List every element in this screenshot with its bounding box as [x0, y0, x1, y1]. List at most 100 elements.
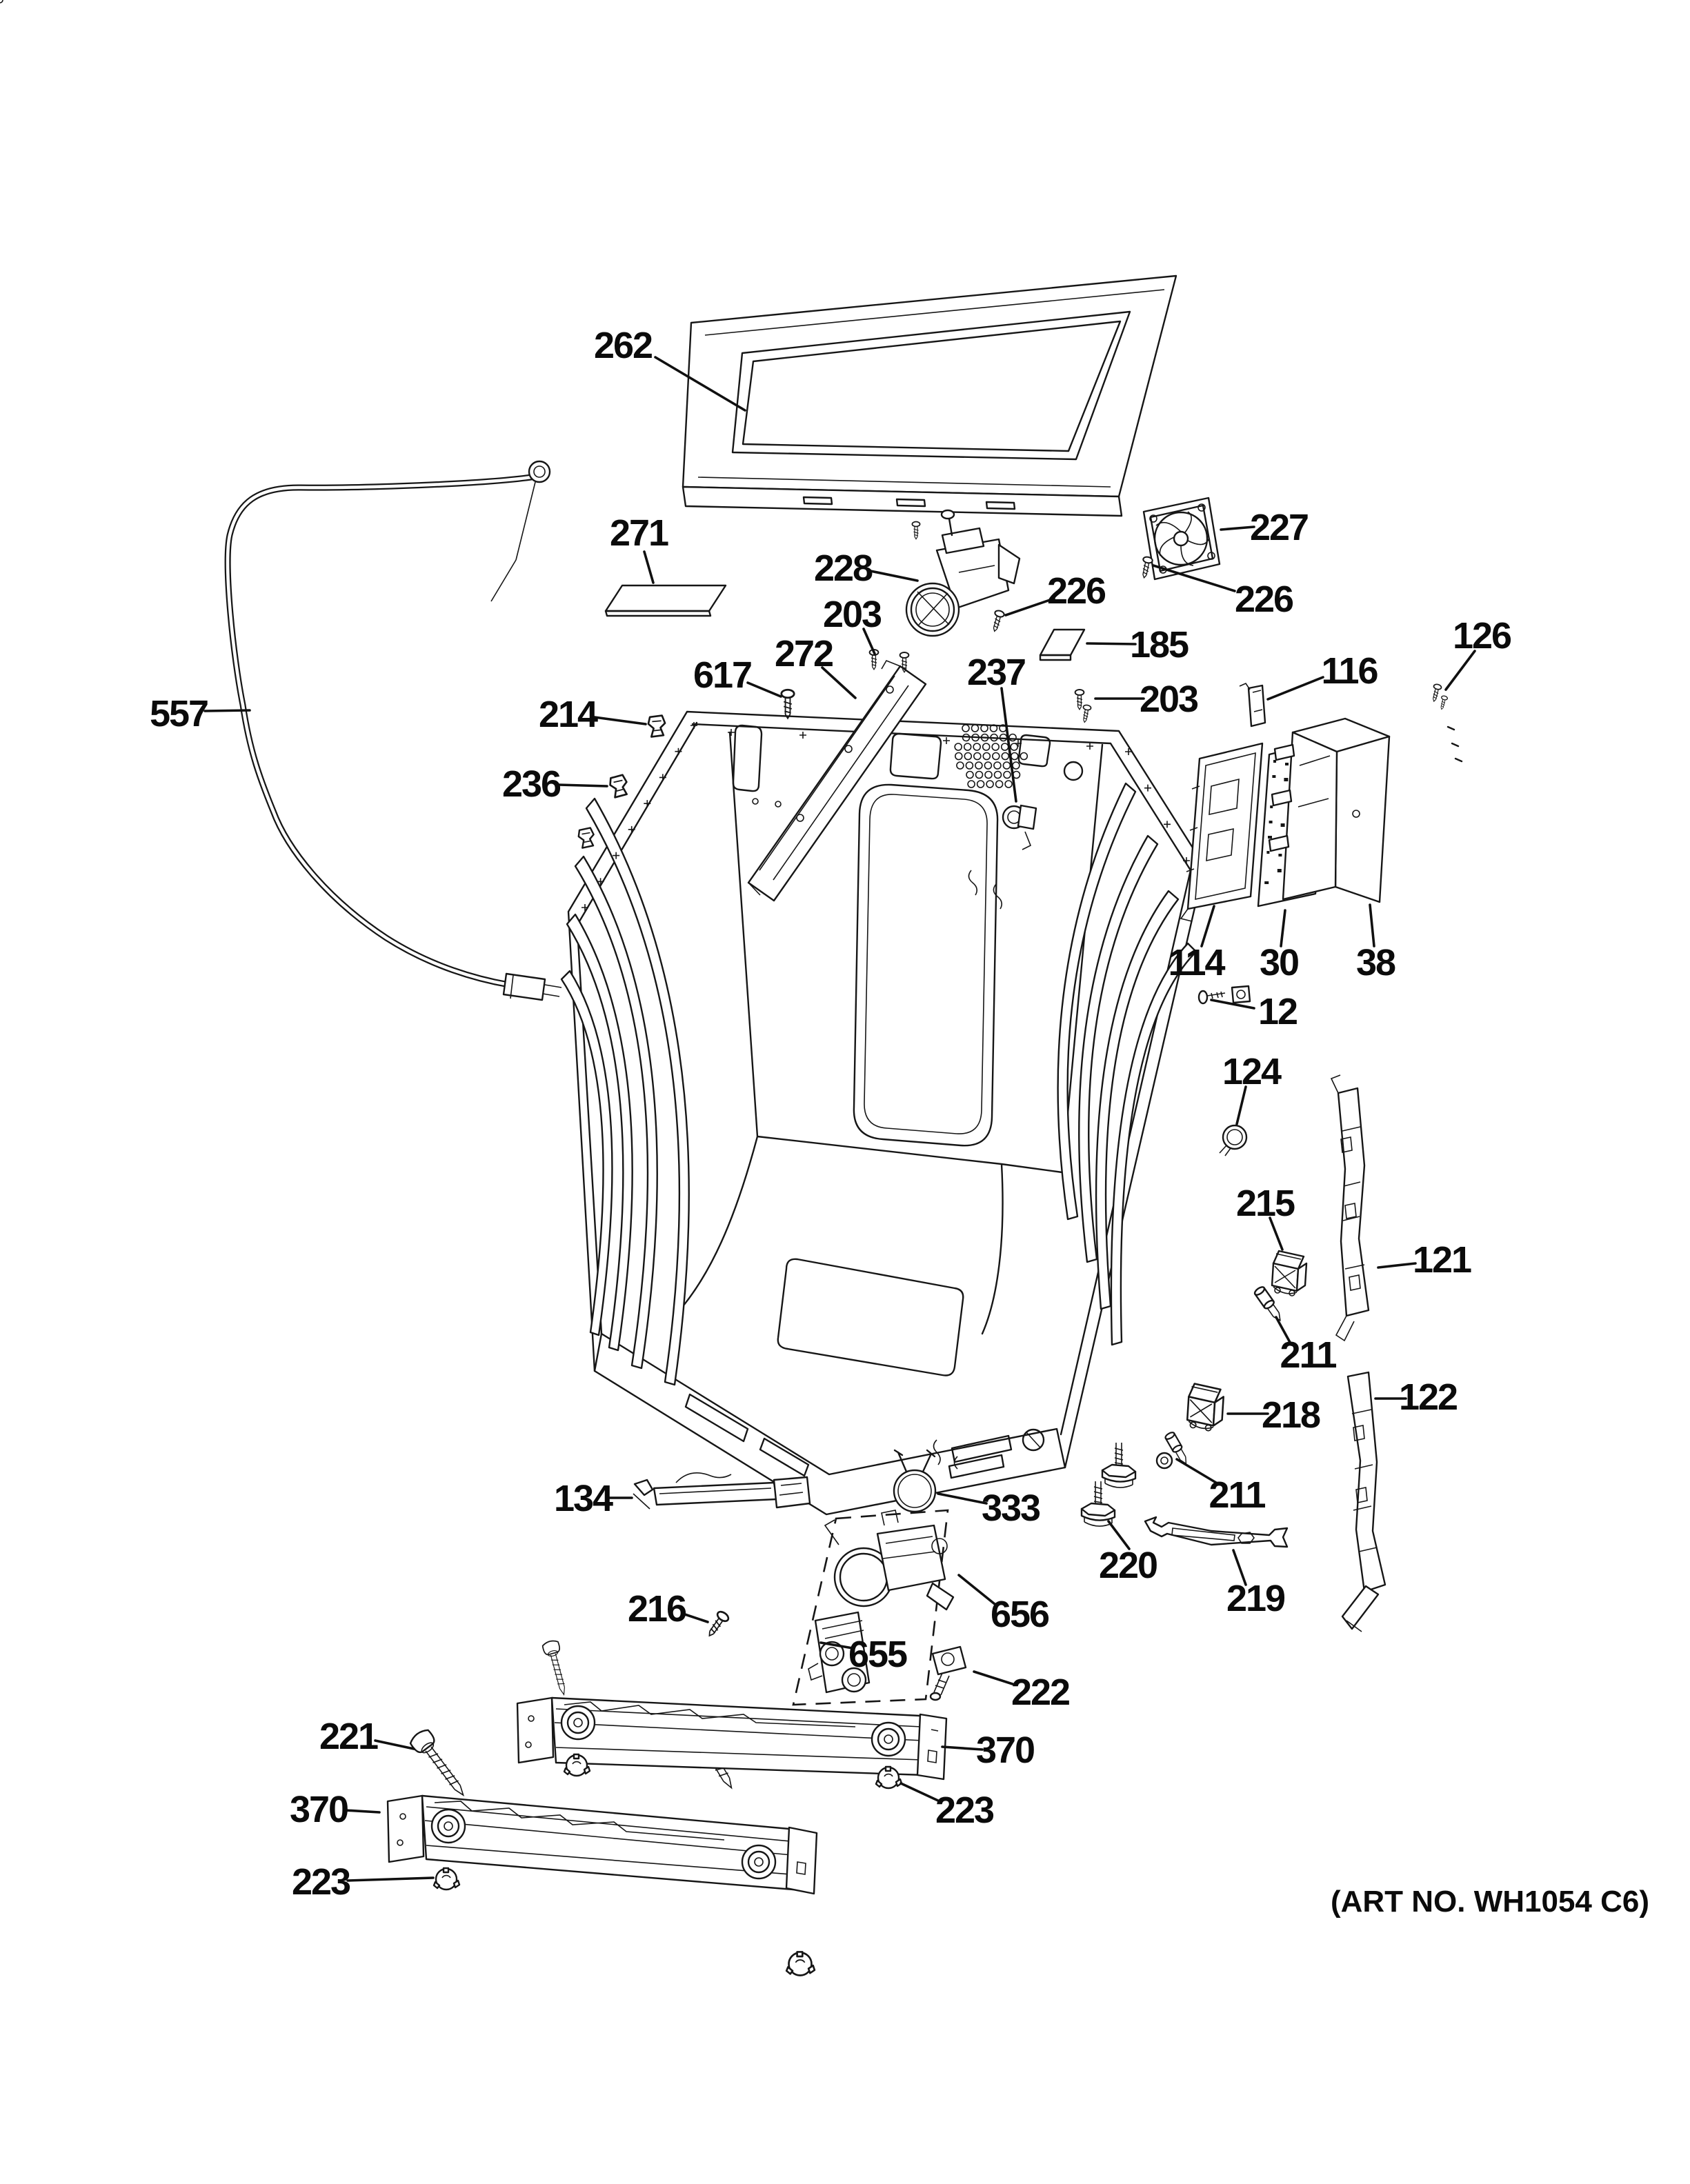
leader-line-126-16	[1444, 650, 1476, 691]
part-label-333: 333	[982, 1487, 1040, 1529]
part-label-236: 236	[502, 763, 561, 805]
part-label-114: 114	[1168, 942, 1225, 983]
screw-617	[780, 688, 795, 720]
ring-333	[893, 1449, 937, 1513]
part-label-215: 215	[1236, 1183, 1295, 1224]
callouts-layer: 2622712282032726172142365572371852032272…	[150, 325, 1513, 1903]
leader-line-211-24	[1275, 1316, 1293, 1346]
leader-line-116-15	[1266, 676, 1324, 701]
vent-perforations	[954, 724, 1028, 788]
part-label-370: 370	[290, 1789, 348, 1830]
part-label-218: 218	[1262, 1394, 1320, 1436]
label-sheet-185	[1039, 628, 1086, 661]
part-label-370: 370	[976, 1730, 1034, 1771]
leader-line-219-29	[1232, 1549, 1247, 1586]
hose-clip-134	[633, 1472, 811, 1510]
part-label-228: 228	[814, 548, 873, 589]
leader-line-333-31	[937, 1492, 988, 1505]
pin-211-lower	[1155, 1430, 1191, 1470]
leader-line-121-23	[1377, 1262, 1417, 1269]
part-label-122: 122	[1399, 1376, 1457, 1418]
part-label-211: 211	[1209, 1474, 1265, 1516]
bolt-221	[407, 1726, 473, 1803]
control-bracket-114	[1180, 742, 1264, 922]
leader-line-236-7	[557, 783, 608, 788]
part-label-116: 116	[1321, 650, 1378, 692]
part-label-656: 656	[991, 1594, 1049, 1635]
cooling-fan-227	[1142, 497, 1221, 581]
leader-line-272-4	[821, 666, 857, 699]
leader-line-216-33	[682, 1612, 709, 1623]
leader-line-223-40	[346, 1876, 435, 1882]
part-label-126: 126	[1453, 615, 1511, 657]
part-label-12: 12	[1258, 991, 1297, 1032]
leader-line-226-14	[1152, 564, 1236, 592]
part-label-203: 203	[1140, 679, 1198, 720]
part-label-121: 121	[1413, 1239, 1471, 1281]
part-label-237: 237	[967, 652, 1025, 693]
part-label-655: 655	[848, 1634, 907, 1675]
rim-screw-ticks	[581, 722, 1190, 911]
part-label-216: 216	[628, 1588, 686, 1630]
bolt-small	[541, 1639, 573, 1698]
leader-line-12-20	[1210, 999, 1255, 1010]
leader-line-237-9	[1000, 687, 1017, 803]
clip-214	[647, 714, 666, 738]
part-label-220: 220	[1099, 1545, 1157, 1586]
cabinet-wrapper	[560, 710, 1206, 1516]
part-label-38: 38	[1356, 942, 1395, 983]
cord-strain-relief	[528, 460, 551, 483]
leader-line-30-18	[1280, 909, 1286, 948]
part-label-134: 134	[554, 1478, 613, 1519]
part-label-223: 223	[935, 1790, 994, 1831]
screw-226-left	[989, 609, 1006, 634]
top-brace-rail-272	[747, 649, 927, 902]
leader-line-262-0	[654, 356, 746, 412]
leader-line-223-38	[899, 1782, 941, 1803]
bracket-116	[1239, 682, 1266, 728]
part-label-221: 221	[319, 1716, 378, 1757]
label-sheet-271	[604, 584, 727, 617]
leader-line-370-39	[344, 1809, 381, 1814]
top-panel-262	[0, 0, 1177, 517]
part-label-226: 226	[1047, 570, 1106, 612]
part-label-227: 227	[1250, 507, 1308, 548]
leader-line-211-27	[1175, 1458, 1217, 1484]
leader-line-226-13	[1004, 597, 1055, 617]
ring-124	[1219, 1124, 1248, 1156]
leader-line-370-37	[941, 1745, 984, 1751]
screw-216	[703, 1609, 731, 1641]
part-label-557: 557	[150, 693, 208, 734]
art-number: (ART NO. WH1054 C6)	[1331, 1885, 1649, 1918]
screws-203-right	[1074, 689, 1092, 724]
control-box-38	[1268, 717, 1391, 903]
leader-line-655-34	[819, 1641, 854, 1650]
part-label-30: 30	[1260, 942, 1298, 983]
cord-plug	[502, 972, 546, 1001]
leader-line-114-17	[1200, 905, 1215, 948]
part-label-219: 219	[1226, 1578, 1285, 1619]
leg-222	[929, 1645, 967, 1701]
base-rail-370-left	[386, 1794, 818, 1895]
trim-rail-121	[1330, 1074, 1370, 1342]
leader-line-203-3	[862, 628, 876, 655]
clip-lower	[577, 826, 596, 850]
wrench-219	[1144, 1516, 1289, 1548]
part-label-272: 272	[775, 633, 833, 674]
screws-126	[1429, 683, 1463, 763]
clip-screw-12	[1197, 985, 1251, 1005]
part-label-262: 262	[594, 325, 652, 366]
drain-pump-228	[905, 509, 1021, 637]
pump-kit-box-656	[792, 1509, 955, 1706]
hose-clamp-237	[1002, 804, 1037, 850]
part-label-271: 271	[610, 512, 668, 554]
leader-line-557-8	[203, 709, 251, 712]
fan-screw-226-right	[1138, 555, 1154, 580]
leader-line-215-22	[1269, 1216, 1284, 1251]
part-label-214: 214	[539, 694, 598, 735]
leader-line-228-2	[869, 570, 919, 582]
part-label-185: 185	[1130, 624, 1189, 665]
leader-line-222-35	[973, 1670, 1014, 1685]
